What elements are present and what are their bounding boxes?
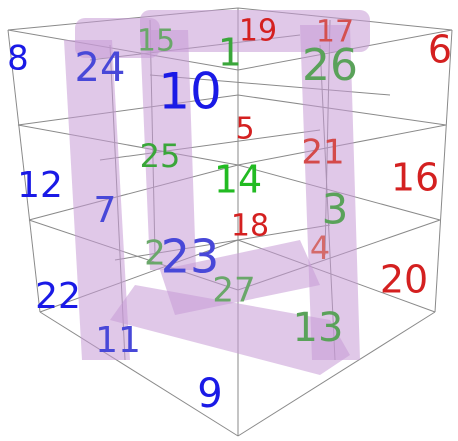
number-5: 5 (235, 112, 254, 147)
number-24: 24 (75, 45, 126, 91)
number-20: 20 (380, 258, 428, 302)
number-16: 16 (391, 156, 439, 200)
number-26: 26 (302, 40, 358, 91)
number-10: 10 (158, 63, 222, 121)
number-18: 18 (231, 209, 269, 244)
number-25: 25 (140, 137, 181, 175)
number-4: 4 (310, 229, 330, 267)
number-27: 27 (212, 271, 255, 311)
number-9: 9 (197, 371, 222, 417)
number-19: 19 (239, 14, 277, 49)
number-21: 21 (301, 133, 344, 173)
number-7: 7 (94, 190, 117, 231)
number-12: 12 (17, 165, 63, 206)
number-11: 11 (95, 320, 141, 361)
number-13: 13 (293, 305, 344, 351)
number-3: 3 (322, 185, 349, 234)
number-8: 8 (7, 39, 29, 79)
number-15: 15 (137, 24, 175, 59)
number-23: 23 (161, 230, 220, 284)
number-22: 22 (35, 276, 81, 317)
number-14: 14 (214, 158, 262, 202)
number-6: 6 (428, 28, 452, 72)
